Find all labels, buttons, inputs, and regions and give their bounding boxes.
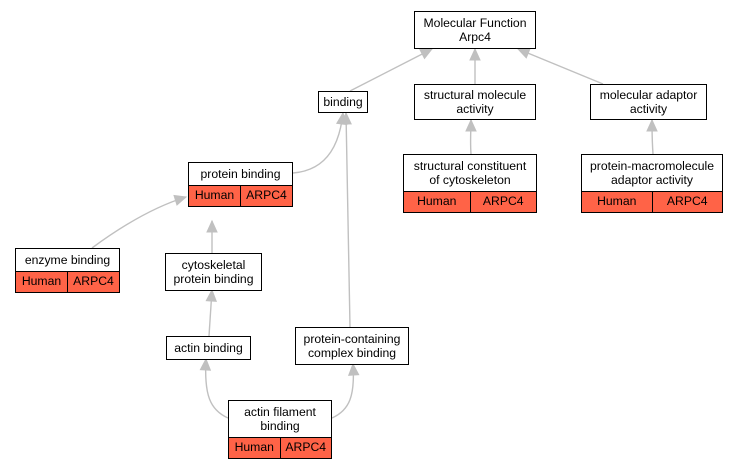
node-label-line: cytoskeletal [181, 258, 246, 272]
arrowhead-icon [340, 111, 352, 125]
node-label-line: binding [260, 419, 300, 433]
node-label: Molecular Function Arpc4 [415, 12, 535, 48]
arrowhead-icon [465, 118, 477, 132]
node-molecular-function[interactable]: Molecular Function Arpc4 [414, 11, 536, 49]
annotation-row: Human ARPC4 [582, 191, 722, 212]
node-protein-macromolecule-adaptor-activity[interactable]: protein-macromolecule adaptor activity H… [581, 154, 723, 213]
node-label-line: of cytoskeleton [429, 173, 511, 187]
species-cell[interactable]: Human [597, 194, 637, 208]
node-label-line: adaptor activity [611, 173, 693, 187]
node-protein-containing-complex-binding[interactable]: protein-containing complex binding [295, 327, 409, 365]
node-label: protein-containing complex binding [296, 328, 408, 364]
species-cell[interactable]: Human [417, 194, 457, 208]
node-label: molecular adaptor activity [591, 85, 706, 119]
arrowhead-icon [205, 288, 218, 302]
node-label-line: activity [629, 102, 668, 116]
node-structural-molecule-activity[interactable]: structural molecule activity [414, 84, 536, 120]
node-label: binding [319, 92, 367, 112]
species-cell[interactable]: Human [194, 188, 235, 202]
arrowhead-icon [347, 362, 360, 376]
node-cytoskeletal-protein-binding[interactable]: cytoskeletal protein binding [165, 253, 262, 291]
node-label-line: actin binding [174, 341, 243, 355]
node-enzyme-binding[interactable]: enzyme binding Human ARPC4 [15, 248, 120, 293]
arrowhead-icon [516, 48, 531, 59]
arrowhead-icon [419, 48, 434, 60]
annotation-row: Human ARPC4 [16, 271, 119, 292]
node-label-line: Arpc4 [459, 30, 491, 44]
node-actin-binding[interactable]: actin binding [166, 336, 251, 360]
gene-cell[interactable]: ARPC4 [469, 192, 537, 212]
node-label: enzyme binding [16, 249, 119, 271]
edge-enzyme_binding-to-protein_binding [91, 196, 187, 249]
node-label-line: protein binding [173, 272, 254, 286]
annotation-row: Human ARPC4 [229, 437, 331, 458]
gene-cell[interactable]: ARPC4 [279, 438, 332, 458]
edge-binding-to-molecular_function [349, 48, 433, 92]
edge-protein_containing_complex_binding-to-binding [345, 112, 351, 328]
arrowhead-icon [173, 194, 188, 206]
annotation-row: Human ARPC4 [189, 185, 292, 206]
node-label: actin filament binding [229, 401, 331, 437]
node-actin-filament-binding[interactable]: actin filament binding Human ARPC4 [228, 400, 332, 459]
node-protein-binding[interactable]: protein binding Human ARPC4 [188, 162, 293, 207]
node-label: cytoskeletal protein binding [166, 254, 261, 290]
gene-cell[interactable]: ARPC4 [67, 272, 119, 292]
gene-cell[interactable]: ARPC4 [240, 186, 292, 206]
node-label-line: structural constituent [413, 159, 527, 173]
arrowhead-icon [646, 118, 658, 132]
node-label-line: protein binding [200, 167, 281, 181]
node-label-line: binding [323, 95, 363, 109]
edge-protein_binding-to-binding [292, 112, 344, 174]
node-label-line: actin filament [244, 405, 316, 419]
node-label-line: Molecular Function [423, 16, 527, 30]
node-label-line: structural molecule [423, 88, 527, 102]
node-label: structural molecule activity [415, 85, 535, 119]
edge-molecular_adaptor_activity-to-molecular_function [517, 48, 604, 85]
node-label-line: protein-containing [303, 332, 401, 346]
annotation-row: Human ARPC4 [404, 191, 536, 212]
node-label-line: activity [456, 102, 494, 116]
arrowhead-icon [199, 357, 212, 371]
species-cell[interactable]: Human [234, 440, 274, 454]
species-cell[interactable]: Human [21, 274, 62, 288]
node-label-line: complex binding [307, 346, 397, 360]
node-structural-constituent-of-cytoskeleton[interactable]: structural constituent of cytoskeleton H… [403, 154, 537, 213]
node-label: structural constituent of cytoskeleton [404, 155, 536, 191]
node-binding[interactable]: binding [318, 91, 368, 113]
arrowhead-icon [469, 47, 481, 61]
node-label: actin binding [167, 337, 250, 359]
node-label: protein-macromolecule adaptor activity [582, 155, 722, 191]
node-label: protein binding [189, 163, 292, 185]
node-label-line: molecular adaptor [599, 88, 698, 102]
arrowhead-icon [206, 219, 218, 233]
node-label-line: enzyme binding [24, 253, 111, 267]
node-label-line: protein-macromolecule [590, 159, 714, 173]
node-molecular-adaptor-activity[interactable]: molecular adaptor activity [590, 84, 707, 120]
gene-cell[interactable]: ARPC4 [651, 192, 723, 212]
